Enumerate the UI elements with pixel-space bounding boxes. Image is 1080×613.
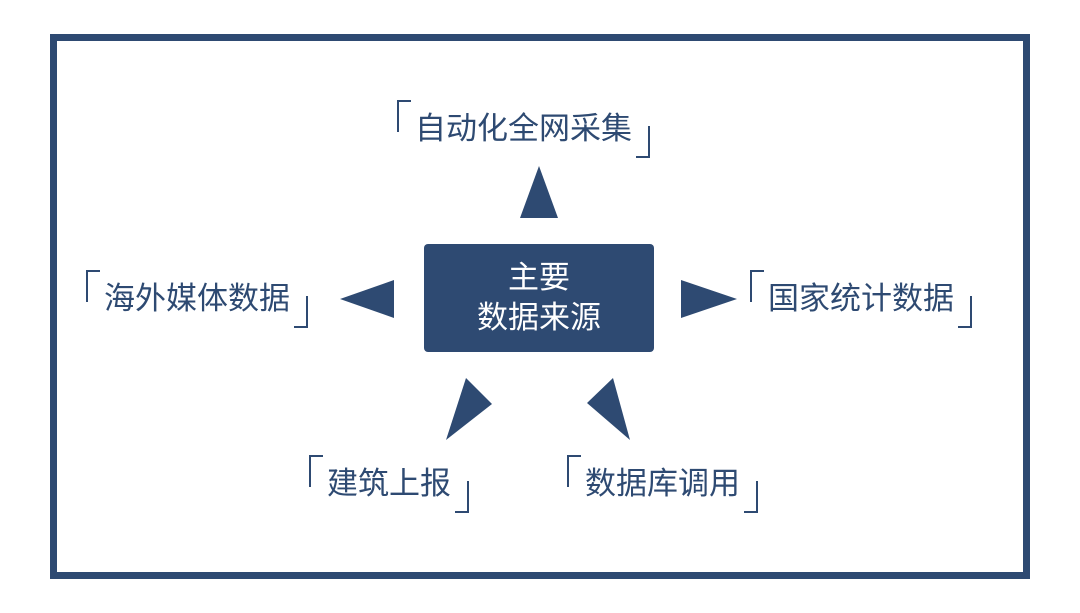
source-left-label: 海外媒体数据 — [82, 270, 312, 328]
source-top: 自动化全网采集 — [393, 100, 654, 158]
source-bottom-left: 建筑上报 — [305, 455, 473, 513]
center-node-line1: 主要 — [508, 260, 570, 296]
arrow-right-icon — [681, 280, 737, 318]
arrow-down-left-icon — [446, 378, 492, 440]
center-node: 主要 数据来源 — [424, 244, 654, 352]
arrow-up-icon — [520, 166, 558, 218]
source-top-label: 自动化全网采集 — [393, 100, 654, 158]
arrow-down-right-icon — [587, 378, 630, 440]
source-left: 海外媒体数据 — [82, 270, 312, 328]
source-right-label: 国家统计数据 — [746, 270, 976, 328]
source-bottom-left-label: 建筑上报 — [305, 455, 473, 513]
source-bottom-right-label: 数据库调用 — [563, 455, 762, 513]
source-bottom-right: 数据库调用 — [563, 455, 762, 513]
center-node-line2: 数据来源 — [477, 300, 601, 336]
arrow-left-icon — [340, 280, 394, 318]
source-right: 国家统计数据 — [746, 270, 976, 328]
